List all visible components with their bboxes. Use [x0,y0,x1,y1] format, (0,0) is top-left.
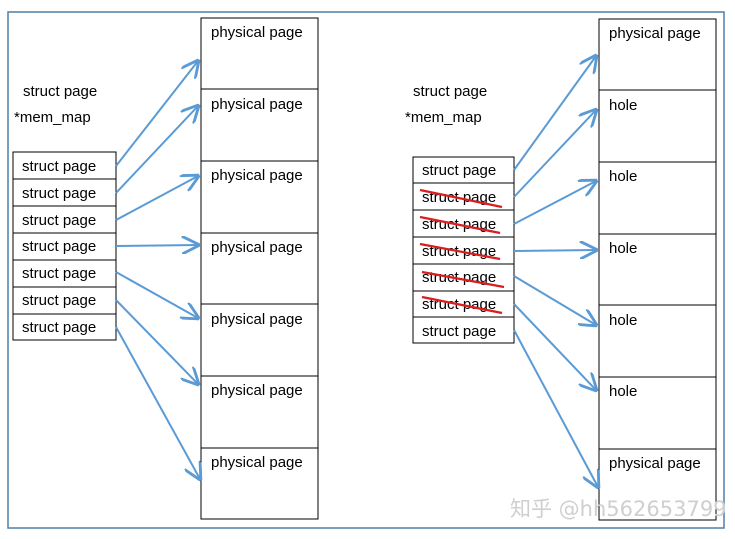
page-label: physical page [609,455,701,472]
strike-marks [419,188,505,315]
right-arrows [513,56,598,487]
struct-cell [12,178,117,207]
struct-cell [12,232,117,261]
struct-label: struct page [22,265,96,282]
page-label: hole [609,383,637,400]
mapping-arrow [513,329,598,487]
page-frame [200,17,319,520]
mapping-arrow [513,275,596,325]
struct-label: struct page [22,158,96,175]
mapping-arrow [115,271,198,318]
struct-cell [12,286,117,315]
struct-label: struct page [22,292,96,309]
mapping-arrow [513,110,596,198]
page-label: hole [609,168,637,185]
watermark: 知乎 @hh562653799 [510,497,727,521]
struct-label: struct page [22,185,96,202]
page-label: physical page [211,311,303,328]
page-label: physical page [211,96,303,113]
strike-mark [419,188,503,209]
struct-cell [12,313,117,341]
struct-label: struct page [422,323,496,340]
page-label: physical page [211,239,303,256]
struct-cell [412,156,515,184]
outer-frame [7,11,725,529]
mapping-arrow [115,299,198,384]
page-label: hole [609,97,637,114]
page-label: physical page [211,382,303,399]
mapping-arrow [115,106,198,194]
page-label: physical page [211,24,303,41]
struct-cell [412,316,515,344]
strike-mark [421,295,503,315]
struct-label: struct page [22,319,96,336]
mapping-arrow [513,56,596,171]
right-struct-list: struct page struct page struct page stru… [412,156,515,344]
page-label: hole [609,312,637,329]
mapping-arrow [513,303,596,390]
page-frame [598,18,717,521]
page-label: physical page [211,454,303,471]
left-arrows [115,61,200,479]
right-heading-line1: struct page [413,83,487,100]
right-heading-line2: *mem_map [405,109,482,126]
mapping-arrow [115,326,200,479]
strike-mark [419,215,501,235]
mapping-arrow [513,181,596,225]
left-struct-list: struct page struct page struct page stru… [12,151,117,341]
page-label: physical page [609,25,701,42]
right-page-column: physical page hole hole hole hole hole p… [598,18,717,521]
left-heading-line2: *mem_map [14,109,91,126]
struct-label: struct page [22,212,96,229]
page-label: physical page [211,167,303,184]
left-panel: struct page *mem_map struct page struct … [12,17,319,520]
mapping-arrow [115,176,198,221]
mapping-arrow [115,61,198,167]
right-panel: struct page *mem_map struct page struct … [405,18,717,521]
mapping-arrow [115,245,198,246]
strike-mark [421,270,505,289]
struct-label: struct page [22,238,96,255]
struct-label: struct page [422,162,496,179]
left-page-column: physical page physical page physical pag… [200,17,319,520]
strike-mark [419,242,501,261]
page-label: hole [609,240,637,257]
mapping-arrow [513,250,596,251]
left-heading-line1: struct page [23,83,97,100]
